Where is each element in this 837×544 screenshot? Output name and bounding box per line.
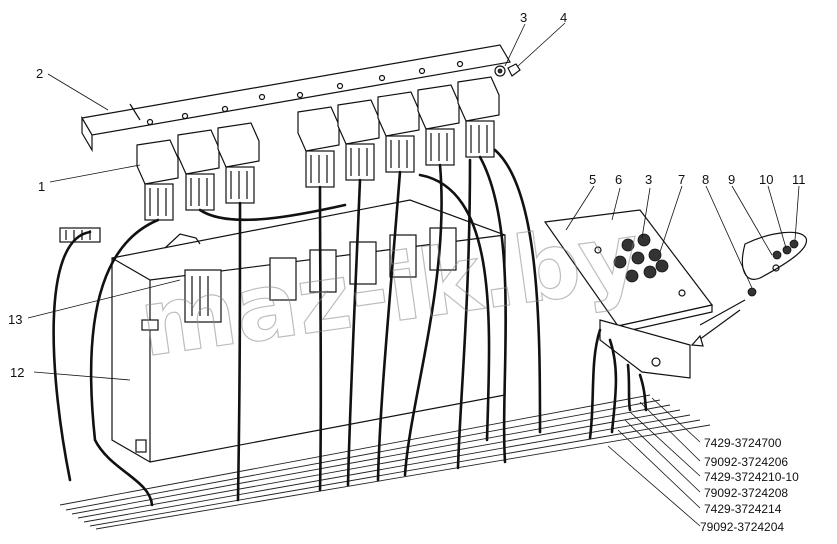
panel-switches [613,233,669,283]
callout-3-panel: 3 [645,172,652,187]
relay-mounting-bracket [81,44,511,153]
bolt-nut [494,63,521,77]
relay-8 [457,76,500,158]
relay-2 [177,129,220,211]
part-number-6: 79092-3724204 [700,520,784,534]
leader-lines [27,22,800,527]
callout-4: 4 [560,10,567,25]
indicator-bracket [690,231,808,347]
callout-2: 2 [36,66,43,81]
part-number-3: 7429-3724210-10 [704,470,799,484]
relay-wires [52,148,542,507]
bracket-holes [146,60,464,126]
callout-6: 6 [615,172,622,187]
callout-numbers: 2 1 3 4 5 6 3 7 8 9 10 11 13 12 [8,10,806,380]
part-number-1: 7429-3724700 [704,436,782,450]
part-number-list: 7429-3724700 79092-3724206 7429-3724210-… [700,436,799,534]
callout-11: 11 [792,172,806,187]
wire-bundle [59,394,711,530]
relay-1 [136,139,179,221]
part-number-4: 79092-3724208 [704,486,788,500]
callout-13: 13 [8,312,22,327]
callout-12: 12 [10,365,24,380]
callout-10: 10 [759,172,773,187]
relays [136,76,500,221]
relay-7 [417,84,460,166]
callout-5: 5 [589,172,596,187]
callout-8: 8 [702,172,709,187]
callout-1: 1 [38,179,45,194]
relay-3 [217,122,260,204]
callout-9: 9 [728,172,735,187]
callout-3-top: 3 [520,10,527,25]
callout-7: 7 [678,172,685,187]
relay-4 [297,106,340,188]
part-number-5: 7429-3724214 [704,502,782,516]
unit-connectors [184,227,457,323]
part-number-2: 79092-3724206 [704,455,788,469]
relay-6 [377,91,420,173]
relay-5 [337,99,380,181]
